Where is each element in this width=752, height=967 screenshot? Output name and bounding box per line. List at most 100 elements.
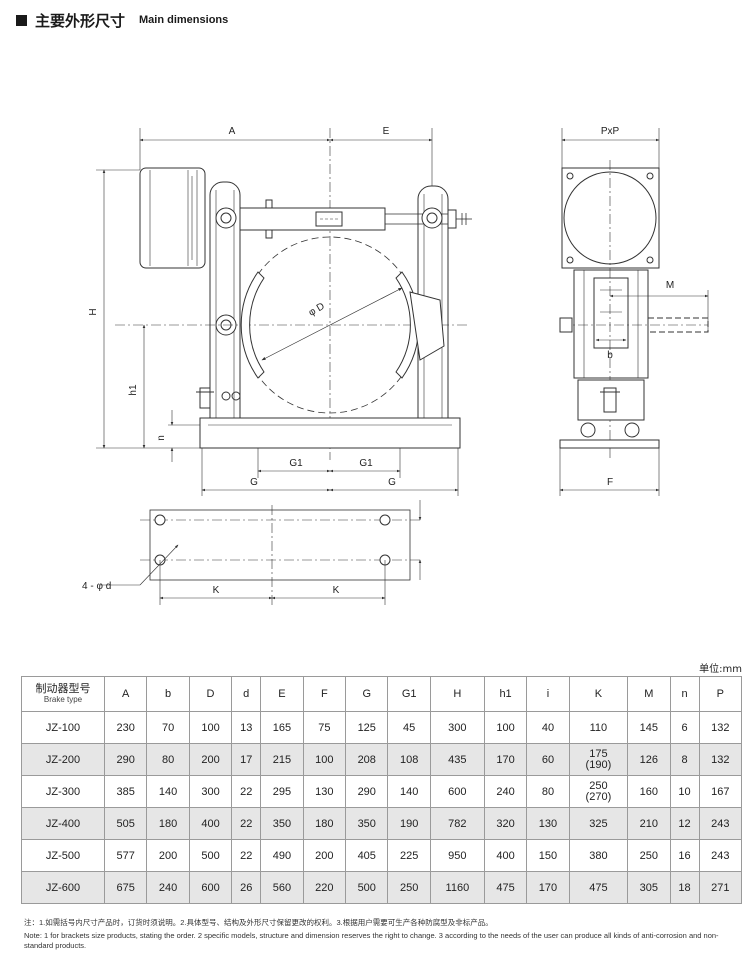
cell-d: 22 [231, 839, 262, 872]
col-header: n [669, 676, 700, 712]
cell-A: 577 [103, 839, 148, 872]
cell-value: 250 [589, 779, 608, 792]
cell-P: 132 [698, 711, 743, 744]
cell-E: 560 [260, 871, 304, 904]
cell-G1: 250 [387, 871, 431, 904]
side-view [559, 128, 709, 496]
cell-brake-type: JZ-200 [21, 743, 105, 776]
note-cn: 注：1.如需括号内尺寸产品时，订货时须说明。2.具体型号、结构及外形尺寸保留更改… [24, 918, 493, 927]
cell-M: 145 [627, 711, 671, 744]
dimensions-table: 制动器型号 Brake type A b D d E F G G1 H h1 i… [21, 676, 743, 904]
cell-value: 175 [589, 747, 608, 760]
cell-brake-type: JZ-400 [21, 807, 105, 840]
cell-F: 220 [302, 871, 347, 904]
cell-value-bracket: (270) [585, 790, 612, 803]
label-n: n [156, 435, 167, 441]
table-header-row: 制动器型号 Brake type A b D d E F G G1 H h1 i… [21, 676, 743, 712]
cell-P: 271 [698, 871, 743, 904]
label-E: E [383, 126, 390, 137]
cell-G: 350 [345, 807, 389, 840]
cell-P: 167 [698, 775, 743, 808]
cell-G: 500 [345, 871, 389, 904]
cell-G1: 225 [387, 839, 431, 872]
cell-F: 75 [302, 711, 347, 744]
cell-K: 325 [568, 807, 629, 840]
cell-G: 125 [345, 711, 389, 744]
cell-P: 243 [698, 839, 743, 872]
label-A: A [229, 126, 236, 137]
cell-A: 230 [103, 711, 148, 744]
cell-D: 500 [188, 839, 233, 872]
cell-D: 400 [188, 807, 233, 840]
cell-M: 210 [627, 807, 671, 840]
cell-E: 215 [260, 743, 304, 776]
label-phiD: φ D [307, 301, 327, 319]
note-en: Note: 1 for brackets size products, stat… [24, 931, 719, 950]
cell-F: 200 [302, 839, 347, 872]
cell-E: 350 [260, 807, 304, 840]
cell-h1: 240 [483, 775, 528, 808]
cell-K: 380 [568, 839, 629, 872]
cell-H: 300 [429, 711, 485, 744]
cell-G: 405 [345, 839, 389, 872]
col-header: G [345, 676, 389, 712]
section-title-cn: 主要外形尺寸 [35, 11, 126, 30]
cell-D: 600 [188, 871, 233, 904]
label-4-phi-d: 4 - φ d [82, 581, 111, 592]
cell-i: 60 [526, 743, 570, 776]
cell-E: 295 [260, 775, 304, 808]
cell-M: 126 [627, 743, 671, 776]
cell-brake-type: JZ-300 [21, 775, 105, 808]
cell-E: 490 [260, 839, 304, 872]
col-header: b [146, 676, 190, 712]
cell-i: 130 [526, 807, 570, 840]
cell-H: 1160 [429, 871, 485, 904]
col-header: K [568, 676, 629, 712]
cell-b: 80 [146, 743, 190, 776]
technical-drawing: A E H h1 n φ D G1 G1 G G [82, 126, 709, 605]
col-header: P [698, 676, 743, 712]
col-header: i [526, 676, 570, 712]
header-brake-type: 制动器型号 Brake type [21, 676, 105, 712]
col-header: F [302, 676, 347, 712]
cell-F: 100 [302, 743, 347, 776]
cell-K: 475 [568, 871, 629, 904]
label-K-left: K [213, 585, 220, 596]
col-header: A [103, 676, 148, 712]
cell-h1: 475 [483, 871, 528, 904]
cell-n: 18 [669, 871, 700, 904]
cell-E: 165 [260, 711, 304, 744]
cell-D: 100 [188, 711, 233, 744]
front-view [96, 128, 472, 496]
col-header: H [429, 676, 485, 712]
cell-h1: 100 [483, 711, 528, 744]
cell-G: 290 [345, 775, 389, 808]
cell-G1: 140 [387, 775, 431, 808]
cell-n: 12 [669, 807, 700, 840]
label-F: F [607, 477, 613, 488]
col-header: E [260, 676, 304, 712]
cell-i: 170 [526, 871, 570, 904]
cell-H: 950 [429, 839, 485, 872]
cell-b: 140 [146, 775, 190, 808]
col-header: d [231, 676, 262, 712]
cell-h1: 320 [483, 807, 528, 840]
cell-H: 782 [429, 807, 485, 840]
base-plan-view [100, 500, 422, 605]
label-K-right: K [333, 585, 340, 596]
cell-d: 13 [231, 711, 262, 744]
section-title-en: Main dimensions [139, 14, 229, 26]
header-square-bullet [16, 14, 27, 26]
cell-h1: 400 [483, 839, 528, 872]
cell-A: 505 [103, 807, 148, 840]
cell-G1: 190 [387, 807, 431, 840]
cell-value-bracket: (190) [585, 758, 612, 771]
cell-d: 22 [231, 807, 262, 840]
cell-M: 305 [627, 871, 671, 904]
unit-label: 单位:mm [699, 664, 742, 675]
